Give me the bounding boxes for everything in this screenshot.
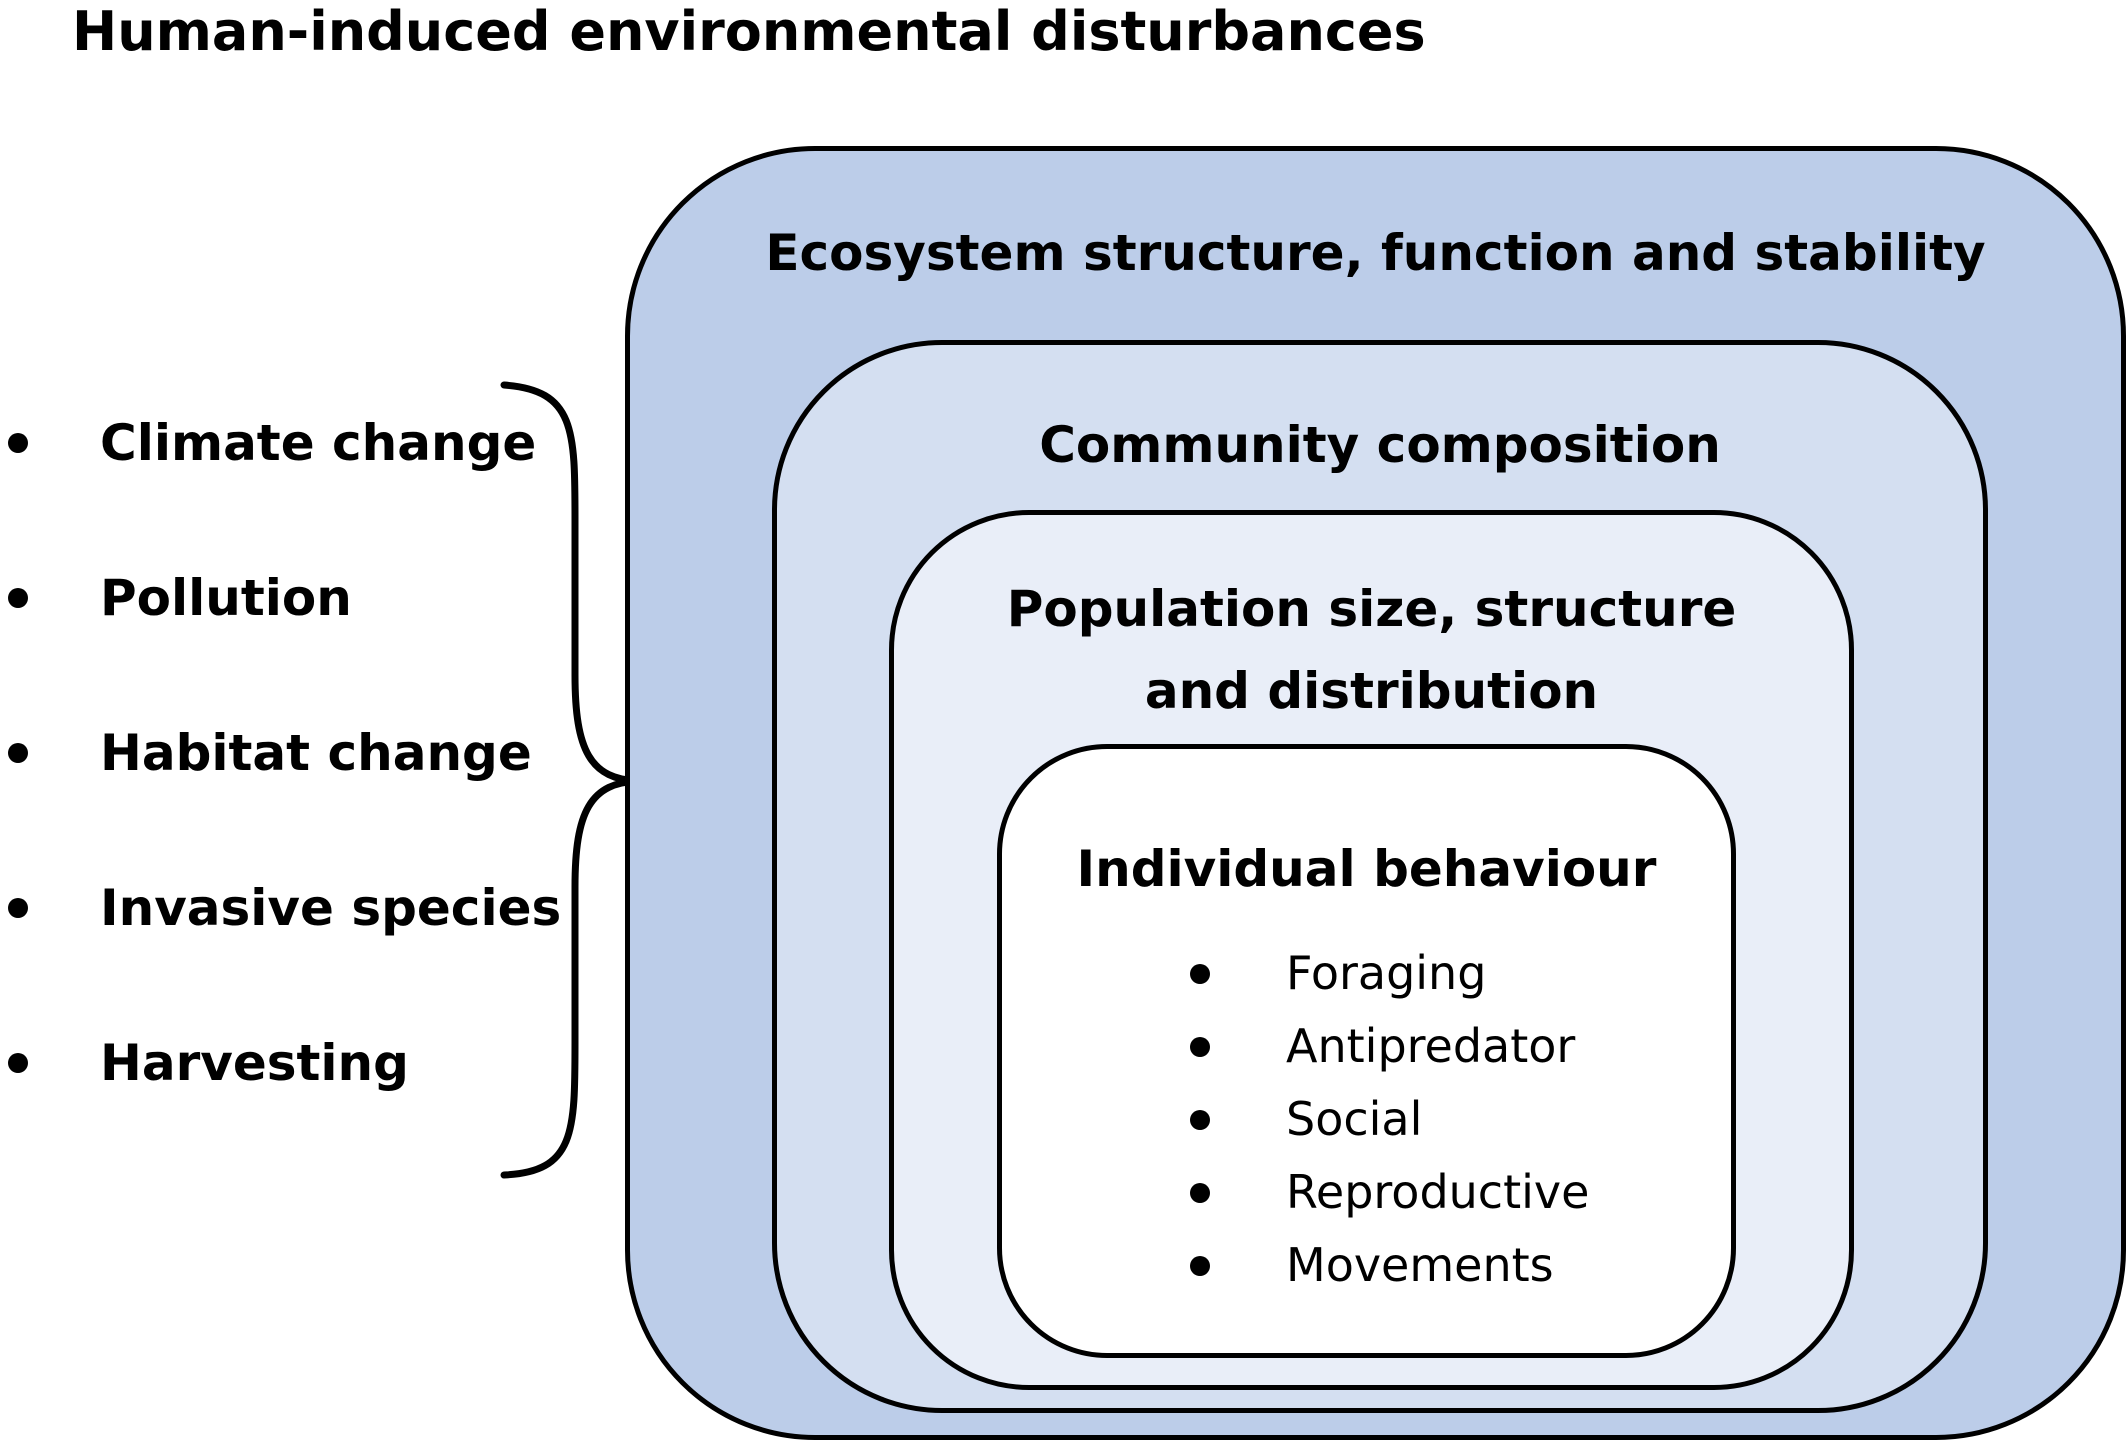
disturbance-label: Climate change [100, 414, 537, 472]
behaviour-label: Foraging [1286, 946, 1487, 1000]
bullet-icon [1190, 964, 1210, 984]
curly-brace-icon [500, 381, 697, 1179]
bullet-icon [1190, 1183, 1210, 1203]
disturbance-item: Habitat change [8, 713, 561, 868]
behaviour-item: Foraging [1190, 937, 1589, 1010]
individual-label: Individual behaviour [1076, 840, 1657, 898]
ecosystem-label: Ecosystem structure, function and stabil… [765, 224, 1986, 282]
disturbance-item: Invasive species [8, 868, 561, 1023]
behaviour-item: Antipredator [1190, 1010, 1589, 1083]
behaviour-label: Social [1286, 1092, 1423, 1146]
bullet-icon [8, 743, 28, 763]
community-label: Community composition [1039, 416, 1721, 474]
disturbance-label: Harvesting [100, 1034, 409, 1092]
population-label-line1: Population size, structure [1006, 580, 1737, 638]
disturbance-item: Pollution [8, 558, 561, 713]
bullet-icon [8, 588, 28, 608]
behaviour-item: Reproductive [1190, 1156, 1589, 1229]
behaviour-label: Antipredator [1286, 1019, 1576, 1073]
disturbance-item: Climate change [8, 403, 561, 558]
disturbance-label: Habitat change [100, 724, 532, 782]
behaviour-item: Social [1190, 1083, 1589, 1156]
individual-box [997, 744, 1736, 1358]
disturbance-item: Harvesting [8, 1023, 561, 1178]
disturbance-list: Climate change Pollution Habitat change … [8, 403, 561, 1178]
bullet-icon [1190, 1256, 1210, 1276]
behaviour-label: Movements [1286, 1238, 1554, 1292]
bullet-icon [1190, 1037, 1210, 1057]
bullet-icon [1190, 1110, 1210, 1130]
bullet-icon [8, 433, 28, 453]
population-label-line2: and distribution [1144, 662, 1599, 720]
population-label: Population size, structure and distribut… [889, 568, 1854, 732]
behaviour-list: Foraging Antipredator Social Reproductiv… [1190, 937, 1589, 1302]
behaviour-label: Reproductive [1286, 1165, 1590, 1219]
disturbance-label: Pollution [100, 569, 352, 627]
bullet-icon [8, 1053, 28, 1073]
disturbance-label: Invasive species [100, 879, 562, 937]
diagram-title: Human-induced environmental disturbances [72, 0, 1426, 63]
bullet-icon [8, 898, 28, 918]
behaviour-item: Movements [1190, 1229, 1589, 1302]
